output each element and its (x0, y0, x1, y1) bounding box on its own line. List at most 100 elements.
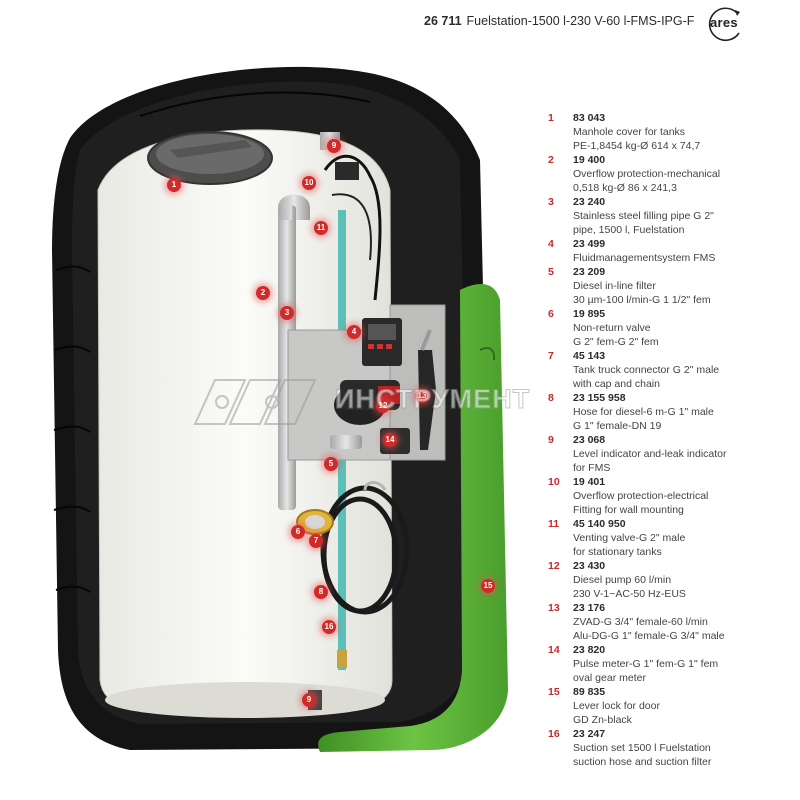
callout-marker: 11 (314, 221, 328, 235)
part-description: suction hose and suction filter (573, 756, 712, 768)
part-code: 19 400 (573, 154, 606, 166)
part-description: G 1" female-DN 19 (573, 420, 662, 432)
callout-marker: 12 (376, 399, 390, 413)
watermark-logo-icon (193, 379, 317, 425)
part-description: for FMS (573, 462, 611, 474)
part-description: with cap and chain (573, 378, 660, 390)
callout-marker: 14 (383, 433, 397, 447)
part-code: 23 155 958 (573, 392, 626, 404)
part-description: Manhole cover for tanks (573, 126, 686, 138)
part-number: 3 (548, 196, 554, 208)
part-number: 10 (548, 476, 560, 488)
callout-marker: 9 (327, 139, 341, 153)
part-description: Diesel pump 60 l/min (573, 574, 672, 586)
callout-marker: 5 (324, 457, 338, 471)
part-code: 23 247 (573, 728, 606, 740)
callout-marker: 10 (302, 176, 316, 190)
callout-marker: 7 (309, 534, 323, 548)
part-description: 230 V-1~AC-50 Hz-EUS (573, 588, 686, 600)
part-description: Non-return valve (573, 322, 651, 334)
part-number: 5 (548, 266, 554, 278)
part-description: Pulse meter-G 1" fem-G 1" fem (573, 658, 719, 670)
part-description: ZVAD-G 3/4" female-60 l/min (573, 616, 708, 628)
part-description: 0,518 kg-Ø 86 x 241,3 (573, 182, 677, 194)
logo-ring-icon (708, 7, 740, 42)
callout-marker: 6 (291, 525, 305, 539)
watermark-text: ИНСТРУМЕНТ (334, 384, 531, 415)
part-description: Level indicator and-leak indicator (573, 448, 727, 460)
part-number: 9 (548, 434, 554, 446)
part-number: 2 (548, 154, 554, 166)
part-code: 45 143 (573, 350, 606, 362)
part-number: 11 (548, 518, 560, 530)
part-code: 23 430 (573, 560, 606, 572)
callout-marker: 3 (280, 306, 294, 320)
part-description: GD Zn-black (573, 714, 632, 726)
ares-logo: ares (704, 6, 744, 42)
callout-marker: 1 (167, 178, 181, 192)
part-description: G 2" fem-G 2" fem (573, 336, 659, 348)
part-number: 1 (548, 112, 554, 124)
part-description: Overflow protection-electrical (573, 490, 709, 502)
part-description: Hose for diesel-6 m-G 1" male (573, 406, 714, 418)
part-description: Alu-DG-G 1" female-G 3/4" male (573, 630, 725, 642)
part-description: Overflow protection-mechanical (573, 168, 721, 180)
part-number: 13 (548, 602, 560, 614)
part-number: 14 (548, 644, 560, 656)
part-code: 23 499 (573, 238, 606, 250)
part-code: 83 043 (573, 112, 606, 124)
part-code: 19 401 (573, 476, 606, 488)
product-name: Fuelstation-1500 l-230 V-60 l-FMS-IPG-F (466, 14, 695, 28)
part-number: 6 (548, 308, 554, 320)
callout-marker: 4 (347, 325, 361, 339)
part-description: Suction set 1500 l Fuelstation (573, 742, 711, 754)
callout-marker: 8 (314, 585, 328, 599)
part-code: 23 068 (573, 434, 606, 446)
callout-marker: 15 (481, 579, 495, 593)
part-code: 19 895 (573, 308, 606, 320)
part-description: oval gear meter (573, 672, 646, 684)
part-description: 30 µm-100 l/min-G 1 1/2" fem (573, 294, 711, 306)
callout-marker: 13 (415, 389, 429, 403)
part-number: 7 (548, 350, 554, 362)
part-code: 23 209 (573, 266, 606, 278)
part-code: 23 820 (573, 644, 606, 656)
part-description: Fitting for wall mounting (573, 504, 684, 516)
watermark: ИНСТРУМЕНТ (185, 372, 565, 432)
part-description: Venting valve-G 2" male (573, 532, 686, 544)
part-description: Lever lock for door (573, 700, 660, 712)
callout-marker: 9 (302, 693, 316, 707)
part-number: 16 (548, 728, 560, 740)
part-description: Diesel in-line filter (573, 280, 656, 292)
part-number: 15 (548, 686, 560, 698)
part-code: 23 176 (573, 602, 606, 614)
part-code: 89 835 (573, 686, 606, 698)
